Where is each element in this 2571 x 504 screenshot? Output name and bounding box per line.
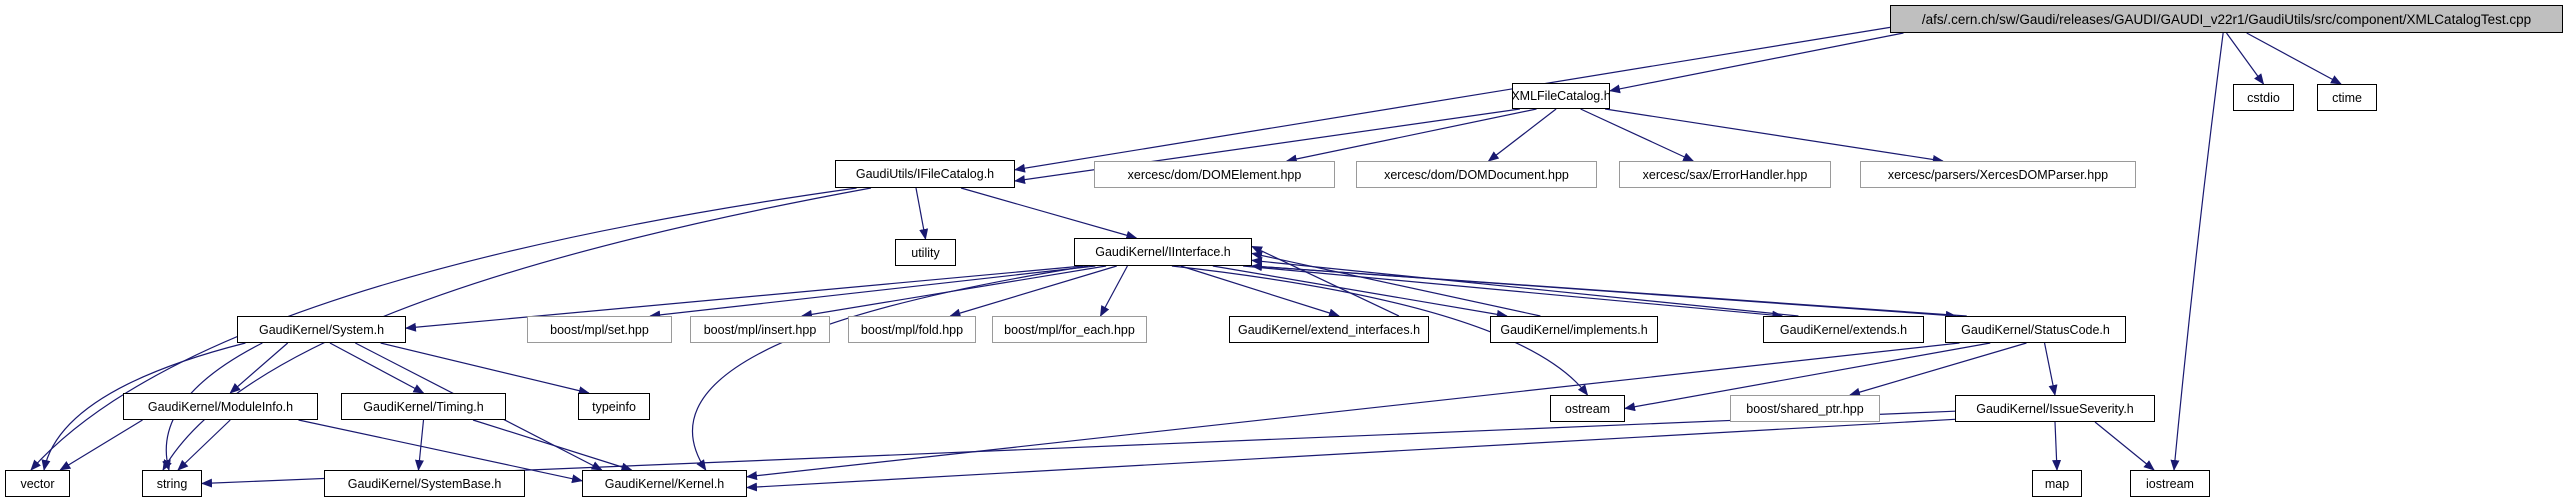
graph-node-moduleinfo[interactable]: GaudiKernel/ModuleInfo.h — [123, 393, 318, 420]
graph-node-utility[interactable]: utility — [895, 239, 956, 266]
edge-system-to-typeinfo — [380, 342, 590, 396]
edge-moduleinfo-to-vector — [59, 419, 143, 471]
graph-node-extif[interactable]: GaudiKernel/extend_interfaces.h — [1229, 316, 1429, 343]
edge-system-to-moduleinfo — [229, 342, 289, 394]
edge-iinterface-to-extends — [1243, 265, 1784, 320]
graph-node-extends[interactable]: GaudiKernel/extends.h — [1763, 316, 1924, 343]
edge-moduleinfo-to-string — [177, 419, 231, 471]
edge-xmlcat-to-domdoc — [1487, 108, 1557, 162]
graph-node-iinterface[interactable]: GaudiKernel/IInterface.h — [1074, 238, 1252, 266]
edge-statuscode-to-kernel — [746, 342, 1960, 481]
graph-node-errhandler: xercesc/sax/ErrorHandler.hpp — [1619, 161, 1831, 188]
edge-iinterface-to-mplfold — [949, 265, 1117, 318]
edge-statuscode-to-ostream — [1624, 342, 1991, 412]
graph-node-map[interactable]: map — [2032, 470, 2082, 497]
graph-node-sharedptr: boost/shared_ptr.hpp — [1730, 395, 1880, 422]
edge-timing-to-kernel — [472, 419, 633, 472]
graph-node-xmlcat[interactable]: XMLFileCatalog.h — [1512, 83, 1610, 109]
edge-root-to-ifilecat — [1014, 26, 1891, 173]
edge-iinterface-to-ostream — [1171, 265, 1589, 396]
edge-extif-to-iinterface — [1251, 245, 1400, 317]
edge-statuscode-to-iinterface — [1251, 262, 1967, 317]
graph-node-vector[interactable]: vector — [5, 470, 70, 497]
graph-node-mplforeach: boost/mpl/for_each.hpp — [992, 316, 1147, 343]
edge-issuesev-to-kernel — [746, 418, 1956, 492]
graph-node-system[interactable]: GaudiKernel/System.h — [237, 316, 406, 343]
edge-iinterface-to-system — [405, 265, 1083, 332]
edge-xmlcat-to-errhandler — [1580, 108, 1695, 162]
edge-root-to-cstdio — [2226, 32, 2265, 85]
edge-timing-to-systembase — [414, 419, 425, 471]
graph-node-typeinfo[interactable]: typeinfo — [578, 393, 650, 420]
edge-xmlcat-to-domparser — [1605, 108, 1944, 164]
graph-node-ctime[interactable]: ctime — [2317, 84, 2377, 111]
graph-node-mplinsert: boost/mpl/insert.hpp — [690, 316, 830, 343]
graph-node-root: /afs/.cern.ch/sw/Gaudi/releases/GAUDI/GA… — [1890, 5, 2563, 33]
graph-node-mplset: boost/mpl/set.hpp — [527, 316, 672, 343]
graph-node-domelem: xercesc/dom/DOMElement.hpp — [1094, 161, 1335, 188]
edge-system-to-timing — [329, 342, 425, 394]
edge-iinterface-to-implements — [1212, 265, 1508, 319]
edge-ifilecat-to-vector — [30, 187, 857, 471]
edge-xmlcat-to-ifilecat — [1014, 108, 1520, 185]
graph-node-implements[interactable]: GaudiKernel/implements.h — [1490, 316, 1658, 343]
edge-iinterface-to-extif — [1180, 265, 1340, 318]
edge-statuscode-to-sharedptr — [1849, 342, 2027, 397]
edge-issuesev-to-map — [2052, 421, 2062, 471]
graph-node-issuesev[interactable]: GaudiKernel/IssueSeverity.h — [1955, 395, 2155, 422]
edge-root-to-xmlcat — [1609, 32, 1904, 94]
edge-iinterface-to-mplset — [649, 265, 1096, 320]
edge-root-to-ctime — [2246, 32, 2342, 85]
edge-extends-to-iinterface — [1251, 256, 1799, 317]
graph-node-string[interactable]: string — [142, 470, 202, 497]
graph-node-domparser: xercesc/parsers/XercesDOMParser.hpp — [1860, 161, 2136, 188]
edge-xmlcat-to-domelem — [1285, 108, 1537, 164]
graph-node-domdoc: xercesc/dom/DOMDocument.hpp — [1356, 161, 1597, 188]
graph-node-statuscode[interactable]: GaudiKernel/StatusCode.h — [1945, 316, 2126, 343]
edge-iinterface-to-kernel — [691, 265, 1089, 471]
edge-root-to-iostream — [2170, 32, 2224, 471]
edge-issuesev-to-iostream — [2094, 421, 2155, 471]
graph-node-ostream[interactable]: ostream — [1550, 395, 1625, 422]
edge-ifilecat-to-string — [162, 187, 872, 471]
graph-node-iostream[interactable]: iostream — [2130, 470, 2210, 497]
edge-system-to-vector — [41, 342, 246, 471]
edge-ifilecat-to-utility — [915, 187, 929, 240]
edge-ifilecat-to-iinterface — [960, 187, 1138, 240]
graph-node-timing[interactable]: GaudiKernel/Timing.h — [341, 393, 506, 420]
edge-moduleinfo-to-kernel — [298, 419, 583, 484]
edge-statuscode-to-issuesev — [2043, 342, 2058, 396]
graph-node-kernel[interactable]: GaudiKernel/Kernel.h — [582, 470, 747, 497]
edge-iinterface-to-mplforeach — [1099, 265, 1128, 317]
graph-node-systembase[interactable]: GaudiKernel/SystemBase.h — [324, 470, 525, 497]
graph-node-ifilecat[interactable]: GaudiUtils/IFileCatalog.h — [835, 160, 1015, 188]
graph-node-mplfold: boost/mpl/fold.hpp — [848, 316, 976, 343]
graph-node-cstdio[interactable]: cstdio — [2233, 84, 2294, 111]
edge-implements-to-iinterface — [1251, 251, 1541, 317]
